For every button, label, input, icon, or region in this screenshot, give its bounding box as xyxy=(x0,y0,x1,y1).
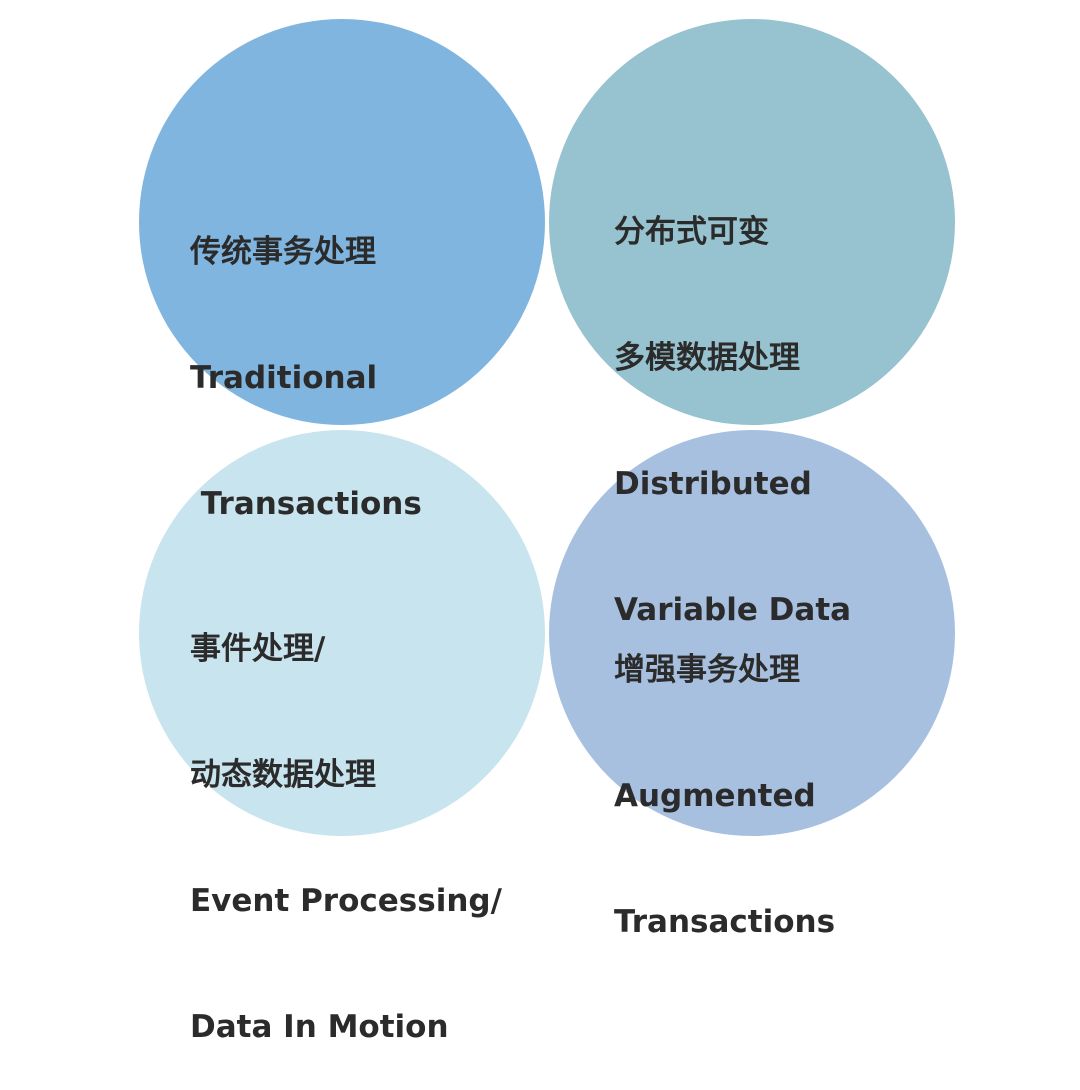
label-line: 多模数据处理 xyxy=(614,340,800,376)
event-processing-label: 事件处理/ 动态数据处理 Event Processing/ Data In M… xyxy=(190,544,502,1090)
label-line: 事件处理/ xyxy=(190,631,326,667)
augmented-transactions-label: 增强事务处理 Augmented Transactions xyxy=(614,565,835,985)
label-line: 分布式可变 xyxy=(614,214,769,250)
label-line: 传统事务处理 xyxy=(190,234,376,270)
label-line: Variable Data xyxy=(614,592,852,628)
label-line: Event Processing/ xyxy=(190,883,502,919)
traditional-transactions-circle xyxy=(139,19,545,425)
label-line: Data In Motion xyxy=(190,1009,449,1045)
label-line: Augmented xyxy=(614,778,816,814)
label-line: 动态数据处理 xyxy=(190,757,376,793)
label-line: 增强事务处理 xyxy=(614,652,800,688)
distributed-variable-data-label: 分布式可变 多模数据处理 Distributed Variable Data xyxy=(614,127,851,673)
label-line: Distributed xyxy=(614,466,812,502)
event-processing-circle xyxy=(139,430,545,836)
label-line: Transactions xyxy=(190,486,422,522)
label-line: Traditional xyxy=(190,360,378,396)
label-line: Transactions xyxy=(614,904,836,940)
distributed-variable-data-circle xyxy=(549,19,955,425)
augmented-transactions-circle xyxy=(549,430,955,836)
traditional-transactions-label: 传统事务处理 Traditional Transactions xyxy=(190,147,422,567)
